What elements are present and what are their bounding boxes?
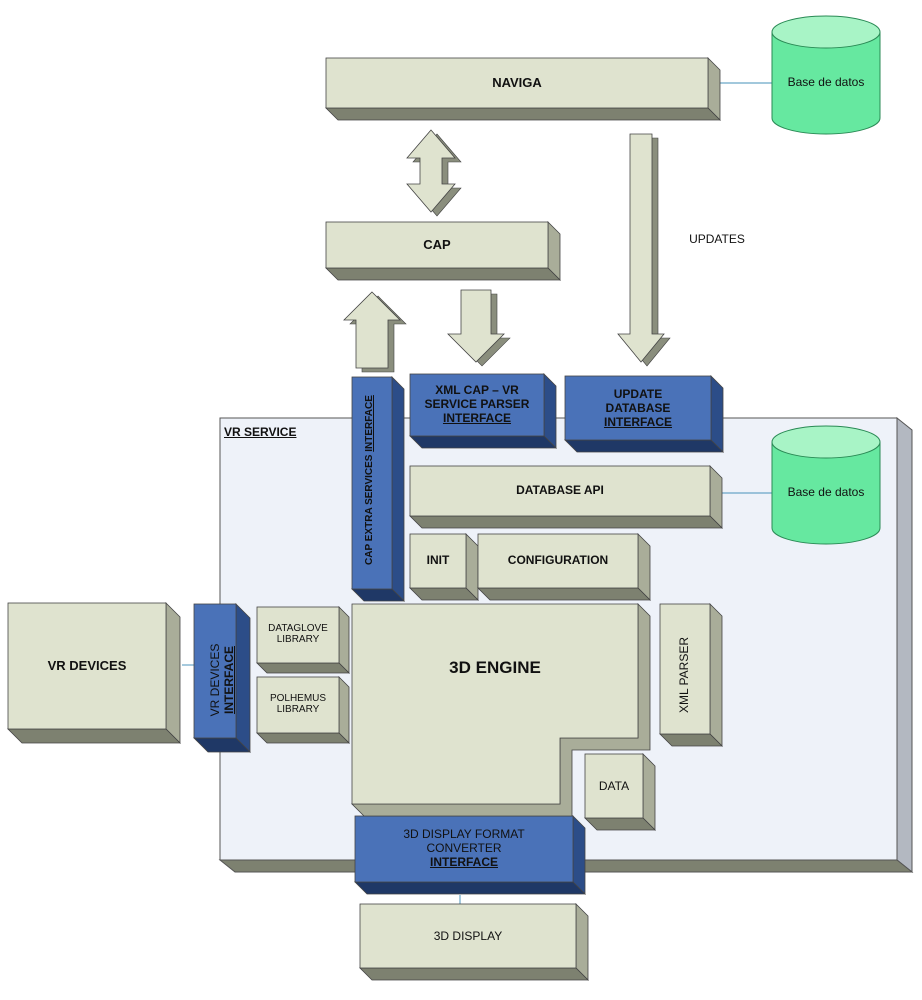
database-right-label: Base de datos [787,485,865,500]
vr-service-title: VR SERVICE [224,425,297,439]
3d-engine-box [351,603,651,817]
3d-display-box [359,903,589,981]
cap-box [325,221,561,281]
xml-cap-line2: SERVICE PARSER [424,397,530,412]
cap-extra-up-arrow [343,291,407,373]
configuration-box [477,533,651,601]
dataglove-line2: LIBRARY [276,634,320,645]
vr-devices-label: VR DEVICES [47,657,127,673]
updates-label: UPDATES [689,232,745,247]
xml-cap-line1: XML CAP – VR [435,383,519,398]
polhemus-line1: POLHEMUS [269,692,327,704]
dataglove-library-box [256,606,350,674]
xml-parser-box [659,603,723,747]
vr-devices-interface-label: VR DEVICES INTERFACE [202,620,242,740]
display-fmt-line3: INTERFACE [429,854,498,869]
data-label: DATA [598,779,630,794]
database-api-box [409,465,723,529]
xml-parser-label: XML PARSER [677,636,691,714]
polhemus-line2: LIBRARY [276,704,320,715]
3d-display-label: 3D DISPLAY [433,929,503,944]
polhemus-library-box [256,676,350,744]
vr-devices-interface [193,603,251,753]
cap-to-xml-down-arrow [447,289,511,367]
display-fmt-line1: 3D DISPLAY FORMAT [403,827,525,842]
naviga-cap-double-arrow [406,129,462,217]
update-db-line1: UPDATE [613,387,663,402]
xml-cap-parser-label: XML CAP – VR SERVICE PARSER INTERFACE [410,378,544,432]
init-label: INIT [426,553,450,568]
xml-cap-parser-interface [409,373,557,449]
cap-extra-services-label: CAP EXTRA SERVICES INTERFACE [359,335,379,625]
3d-display-format-label: 3D DISPLAY FORMAT CONVERTER INTERFACE [355,818,573,880]
naviga-box [325,57,721,121]
vr-devices-iface-line1: VR DEVICES [208,643,222,717]
display-fmt-line2: CONVERTER [426,841,502,856]
dataglove-line1: DATAGLOVE [268,622,328,634]
update-db-line2: DATABASE [605,401,671,416]
polhemus-library-label: POLHEMUS LIBRARY [257,678,339,730]
database-api-label: DATABASE API [516,483,604,498]
database-top-label: Base de datos [787,75,865,90]
3d-engine-label: 3D ENGINE [449,658,541,678]
3d-display-format-interface [354,815,586,895]
vr-devices-box [7,602,181,744]
database-right-cylinder [771,425,881,545]
cap-extra-main: CAP EXTRA SERVICES [363,451,375,565]
update-db-line3: INTERFACE [603,414,672,429]
data-box [584,753,656,831]
update-database-interface [564,375,724,453]
naviga-label: NAVIGA [492,74,542,90]
configuration-label: CONFIGURATION [507,553,609,568]
cap-label: CAP [423,236,451,252]
vr-devices-iface-line2: INTERFACE [222,646,236,715]
init-box [409,533,479,601]
dataglove-library-label: DATAGLOVE LIBRARY [257,608,339,660]
database-top-cylinder [771,15,881,135]
cap-extra-underlined: INTERFACE [363,395,375,452]
xml-cap-line3: INTERFACE [442,410,511,425]
update-db-interface-label: UPDATE DATABASE INTERFACE [565,380,711,438]
updates-down-arrow [617,133,671,367]
cap-extra-services-interface [351,376,405,602]
